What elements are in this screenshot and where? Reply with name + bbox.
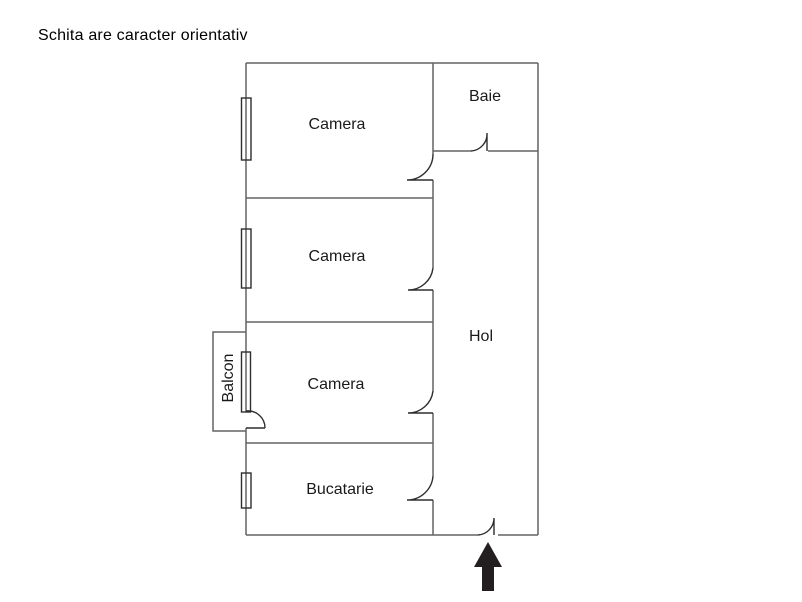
room-label-baie: Baie [468, 88, 502, 105]
room-label-camera-1: Camera [308, 116, 366, 133]
room-label-camera-3: Camera [307, 376, 365, 393]
window-symbols [240, 97, 252, 509]
room-label-balcon: Balcon [220, 353, 237, 403]
window-icon-bucatarie [240, 472, 252, 509]
door-icon-entrance [477, 517, 495, 536]
room-label-hol: Hol [468, 328, 494, 345]
entrance-arrow-icon [474, 542, 502, 591]
door-icon-camera2 [407, 267, 434, 291]
window-icon-camera2 [240, 228, 252, 289]
balcon-outline [212, 331, 246, 432]
window-icon-camera1 [240, 97, 252, 161]
room-label-bucatarie: Bucatarie [306, 481, 374, 498]
page-title: Schita are caracter orientativ [38, 27, 248, 44]
door-icon-balcon [245, 410, 266, 429]
door-icon-baie [470, 132, 488, 152]
room-label-camera-2: Camera [308, 248, 366, 265]
door-icon-camera3 [407, 390, 434, 414]
door-symbols [245, 132, 495, 536]
door-icon-camera1 [406, 153, 434, 181]
window-icon-balcon [240, 351, 252, 413]
door-icon-bucatarie [406, 475, 434, 501]
wall-lines [212, 62, 539, 536]
